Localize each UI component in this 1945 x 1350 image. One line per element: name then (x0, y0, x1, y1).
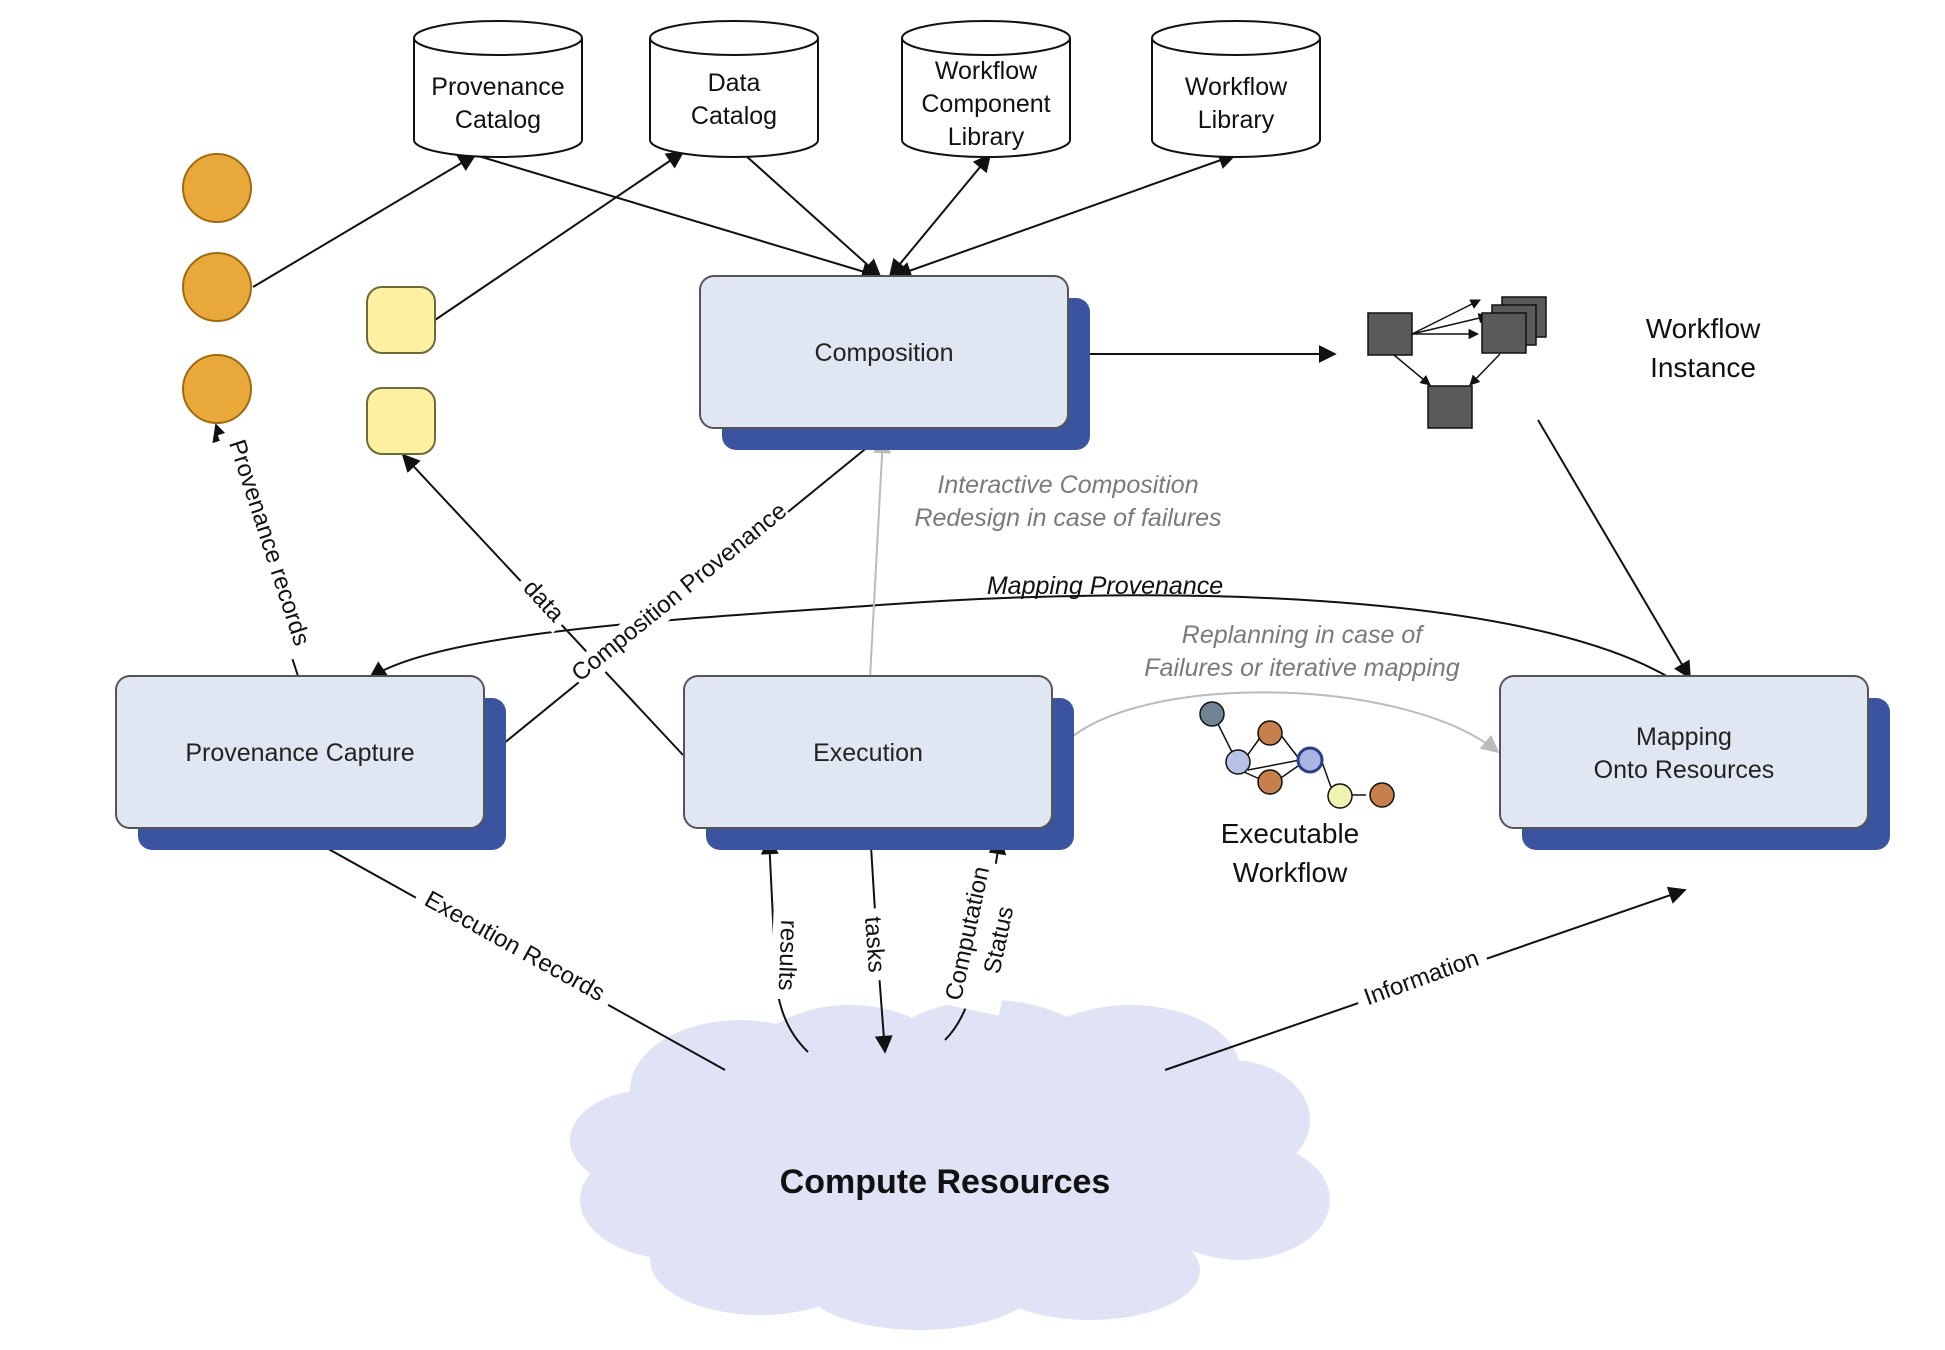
provenance-circle (182, 153, 252, 223)
database-data-catalog: Data Catalog (649, 20, 819, 158)
execution-records-label: Execution Records (420, 886, 609, 1007)
db-label: Catalog (455, 106, 541, 134)
edge-component-library-composition (888, 153, 992, 278)
database-workflow-component-library: Workflow Component Library (901, 20, 1071, 158)
interactive-composition-label: Interactive Composition (937, 471, 1198, 499)
results-label: results (773, 919, 802, 991)
executable-workflow-label: Workflow (1233, 857, 1348, 888)
execution-box: Execution (683, 675, 1074, 850)
replanning-label: Failures or iterative mapping (1144, 654, 1460, 682)
db-label: Library (1198, 106, 1275, 134)
database-provenance-catalog: Provenance Catalog (413, 20, 583, 158)
edge-workflow-library-composition (893, 151, 1237, 280)
data-token (366, 387, 436, 455)
db-label: Workflow (935, 57, 1038, 85)
provenance-record-circles (182, 153, 252, 424)
composition-box: Composition (699, 275, 1090, 450)
db-label: Component (921, 90, 1050, 118)
provenance-capture-label: Provenance Capture (185, 739, 414, 767)
db-label: Library (948, 123, 1025, 151)
provenance-records-label: Provenance records (223, 436, 315, 649)
composition-label: Composition (815, 339, 954, 367)
compute-resources-label: Compute Resources (780, 1163, 1111, 1201)
db-label: Catalog (691, 102, 777, 130)
database-workflow-library: Workflow Library (1151, 20, 1321, 158)
db-label: Provenance (431, 73, 564, 101)
workflow-instance-graph (1367, 296, 1547, 429)
workflow-instance-label: Instance (1650, 352, 1756, 383)
provenance-circle (182, 354, 252, 424)
execution-label: Execution (813, 739, 923, 767)
edge-mapping-provenance (368, 594, 1671, 680)
tasks-label: tasks (859, 916, 890, 974)
edge-instance-to-mapping (1537, 419, 1691, 680)
executable-workflow-graph (1199, 701, 1395, 809)
edge-token-to-data-catalog (434, 150, 685, 321)
edge-circle-to-provenance-catalog (252, 154, 477, 288)
mapping-provenance-label: Mapping Provenance (987, 572, 1223, 600)
workflow-instance-label: Workflow (1646, 313, 1761, 344)
edge-interactive-composition (869, 435, 892, 679)
composition-provenance-label: Composition Provenance (567, 497, 792, 687)
db-label: Data (708, 69, 761, 97)
executable-workflow-label: Executable (1221, 818, 1360, 849)
feedback-edges (869, 435, 1500, 756)
interactive-composition-label: Redesign in case of failures (914, 504, 1221, 532)
edge-data-catalog-to-composition (744, 154, 882, 278)
provenance-circle (182, 252, 252, 322)
compute-resources-cloud: Compute Resources (570, 1000, 1330, 1330)
mapping-label: Mapping (1636, 723, 1732, 751)
mapping-box: Mapping Onto Resources (1499, 675, 1890, 850)
replanning-label: Replanning in case of (1182, 621, 1425, 649)
db-label: Workflow (1185, 73, 1288, 101)
data-tokens (366, 286, 436, 455)
data-token (366, 286, 436, 354)
edge-provenance-catalog-to-composition (464, 151, 880, 280)
provenance-capture-box: Provenance Capture (115, 675, 506, 850)
mapping-label: Onto Resources (1594, 756, 1775, 784)
edge-replanning (1054, 691, 1500, 756)
